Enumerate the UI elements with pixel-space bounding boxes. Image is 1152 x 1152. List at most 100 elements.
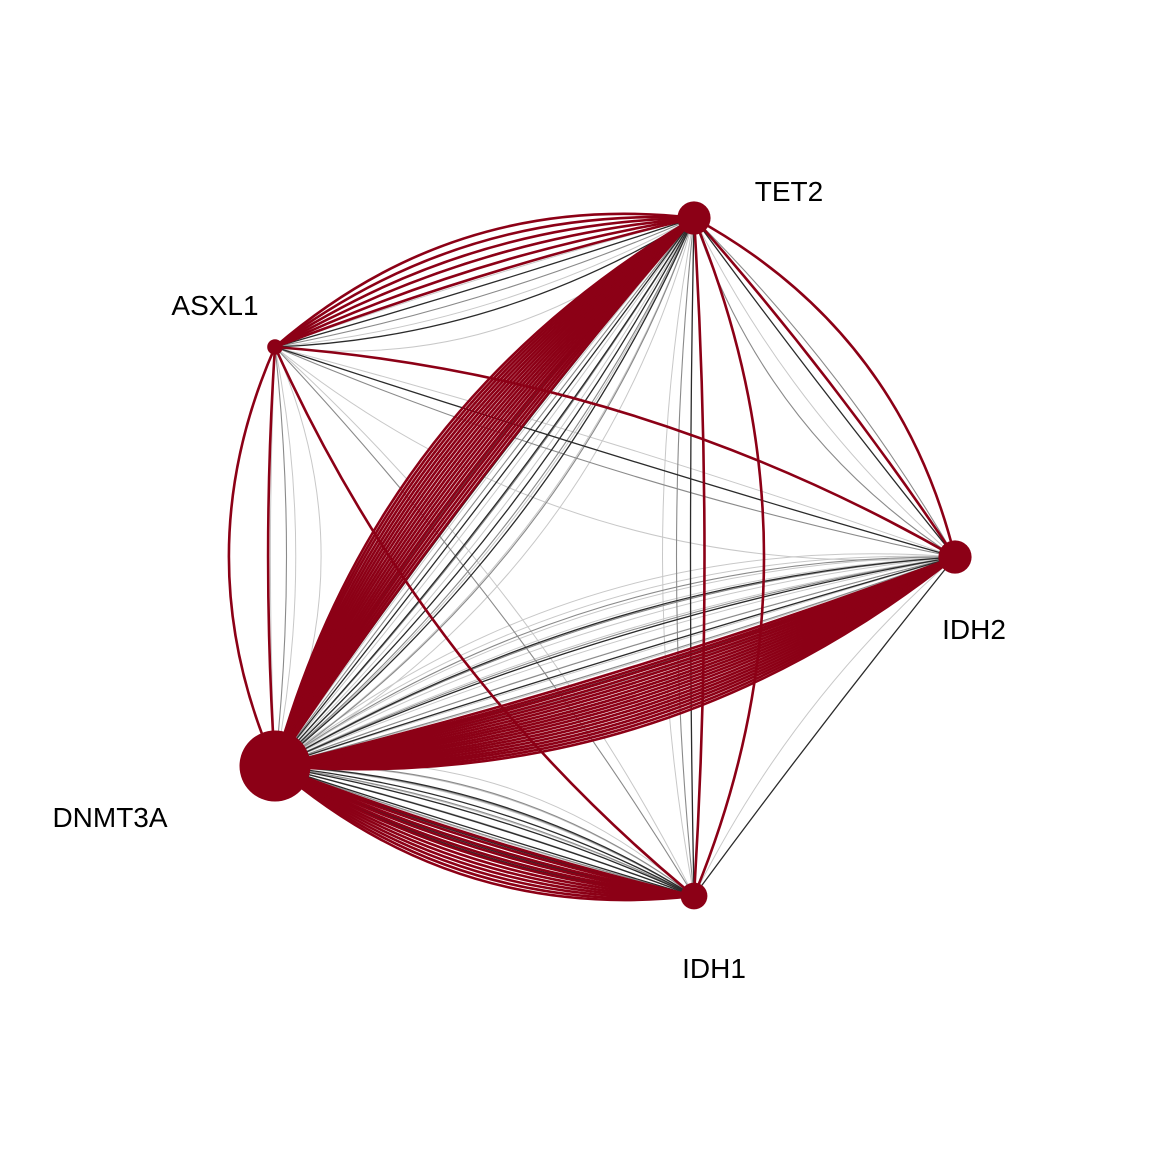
- edge-dnmt3a-idh2-red: [273, 555, 957, 770]
- edge-dnmt3a-idh2-dark: [274, 556, 956, 767]
- edge-asxl1-tet2-red: [273, 216, 696, 349]
- edge-dnmt3a-idh2-dark: [274, 556, 956, 767]
- edge-dnmt3a-tet2-red: [273, 216, 696, 768]
- edge-dnmt3a-tet2-red: [273, 216, 696, 768]
- edge-idh2-idh1-dark: [693, 556, 956, 897]
- edge-dnmt3a-tet2-red: [273, 216, 696, 768]
- edge-dnmt3a-idh2-light: [274, 556, 956, 767]
- edge-dnmt3a-idh2-light: [274, 555, 956, 767]
- edge-dnmt3a-tet2-red: [273, 216, 696, 768]
- edge-dnmt3a-idh2-red: [273, 555, 957, 768]
- edge-dnmt3a-idh1-red: [273, 764, 696, 898]
- edge-dnmt3a-idh1-dark: [274, 765, 695, 897]
- node-idh1: [680, 882, 708, 910]
- edge-tet2-idh2-red: [692, 216, 957, 559]
- edge-dnmt3a-idh1-red: [273, 764, 696, 898]
- edge-dnmt3a-idh2-light: [274, 553, 956, 767]
- edge-dnmt3a-idh1-red: [273, 764, 696, 898]
- label-layer: DNMT3A TET2 IDH2 IDH1 ASXL1: [52, 176, 1005, 984]
- edge-dnmt3a-idh1-red: [273, 764, 696, 898]
- edge-dnmt3a-tet2-red: [273, 216, 696, 768]
- edge-dnmt3a-tet2-light: [274, 217, 695, 767]
- node-label-idh1: IDH1: [682, 953, 746, 984]
- edge-asxl1-tet2-light: [274, 217, 695, 348]
- edge-dnmt3a-idh2-red: [273, 555, 957, 768]
- edge-asxl1-idh2-mid: [274, 346, 956, 558]
- edge-asxl1-idh1-red: [273, 345, 696, 898]
- edge-tet2-idh2-mid: [693, 217, 956, 558]
- edge-dnmt3a-idh1-mid: [274, 765, 695, 897]
- edge-dnmt3a-asxl1-light: [274, 346, 297, 767]
- edge-dnmt3a-idh1-red: [273, 764, 696, 898]
- edge-dnmt3a-asxl1-red: [227, 345, 277, 768]
- edge-dnmt3a-idh1-red: [273, 764, 696, 898]
- node-idh2: [938, 540, 972, 574]
- edge-tet2-idh2-dark: [693, 217, 956, 558]
- edge-dnmt3a-idh2-light: [274, 556, 956, 767]
- edge-dnmt3a-idh2-red: [273, 555, 957, 768]
- edge-dnmt3a-idh2-red: [273, 555, 957, 768]
- edge-dnmt3a-tet2-dark: [274, 217, 695, 767]
- edge-asxl1-tet2-red: [273, 216, 696, 349]
- edge-dnmt3a-idh2-red: [273, 555, 957, 768]
- edge-dnmt3a-idh2-red: [273, 555, 957, 768]
- edge-asxl1-tet2-mid: [274, 217, 695, 348]
- edge-asxl1-idh1-mid: [274, 346, 695, 897]
- edge-dnmt3a-idh1-mid: [274, 765, 695, 897]
- edge-dnmt3a-tet2-red: [273, 216, 696, 768]
- edge-tet2-idh1-red: [692, 216, 706, 898]
- edge-dnmt3a-idh2-red: [273, 555, 957, 768]
- edge-tet2-idh2-red: [692, 216, 957, 559]
- edge-dnmt3a-tet2-red: [273, 216, 696, 768]
- edge-tet2-idh1-red: [692, 216, 766, 898]
- edge-asxl1-idh2-light: [274, 346, 956, 561]
- edge-dnmt3a-tet2-dark: [274, 217, 695, 767]
- edge-dnmt3a-idh2-light: [274, 556, 956, 767]
- edge-dnmt3a-tet2-mid: [274, 217, 695, 767]
- edge-dnmt3a-tet2-mid: [274, 217, 695, 767]
- node-dnmt3a: [239, 730, 311, 802]
- edge-dnmt3a-idh1-red: [273, 764, 696, 899]
- edge-dnmt3a-tet2-light: [274, 217, 695, 767]
- edge-dnmt3a-tet2-dark: [274, 217, 695, 767]
- edge-layer: [227, 212, 957, 902]
- edge-asxl1-tet2-red: [273, 212, 696, 349]
- edge-dnmt3a-idh2-light: [274, 556, 956, 767]
- edge-dnmt3a-idh2-mid: [274, 556, 956, 767]
- edge-asxl1-tet2-red: [273, 215, 696, 349]
- edge-dnmt3a-idh2-light: [274, 556, 956, 767]
- edge-dnmt3a-idh1-red: [273, 764, 696, 898]
- edge-dnmt3a-tet2-red: [273, 216, 696, 768]
- edge-tet2-idh1-mid: [675, 217, 695, 897]
- edge-dnmt3a-idh2-red: [273, 555, 957, 769]
- edge-dnmt3a-tet2-mid: [274, 217, 695, 767]
- edge-dnmt3a-tet2-red: [273, 216, 696, 768]
- edge-dnmt3a-tet2-red: [273, 216, 696, 768]
- edge-dnmt3a-idh2-dark: [274, 556, 956, 767]
- edge-tet2-idh1-light: [662, 217, 695, 897]
- edge-dnmt3a-idh2-mid: [274, 556, 956, 767]
- edge-dnmt3a-idh2-red: [273, 555, 957, 768]
- edge-dnmt3a-tet2-red: [273, 216, 696, 768]
- edge-dnmt3a-idh1-red: [273, 764, 696, 900]
- edge-dnmt3a-idh2-red: [273, 555, 957, 768]
- edge-dnmt3a-asxl1-mid: [274, 346, 288, 767]
- edge-dnmt3a-idh1-dark: [274, 765, 695, 897]
- edge-dnmt3a-idh2-light: [274, 556, 956, 767]
- edge-dnmt3a-tet2-red: [273, 216, 696, 768]
- edge-asxl1-tet2-red: [273, 216, 696, 349]
- edge-dnmt3a-idh2-light: [274, 556, 956, 767]
- edge-dnmt3a-tet2-light: [274, 217, 695, 767]
- edge-dnmt3a-idh2-red: [273, 555, 957, 768]
- edge-dnmt3a-tet2-light: [274, 217, 695, 767]
- edge-asxl1-idh1-light: [274, 346, 695, 897]
- edge-dnmt3a-tet2-red: [273, 216, 696, 768]
- edge-dnmt3a-tet2-red: [273, 216, 696, 768]
- edge-dnmt3a-tet2-light: [274, 217, 695, 767]
- edge-dnmt3a-tet2-red: [273, 216, 696, 768]
- edge-dnmt3a-idh2-red: [273, 555, 957, 768]
- edge-dnmt3a-idh1-dark: [274, 765, 695, 897]
- edge-dnmt3a-idh1-red: [273, 764, 696, 898]
- edge-dnmt3a-idh2-red: [273, 555, 957, 768]
